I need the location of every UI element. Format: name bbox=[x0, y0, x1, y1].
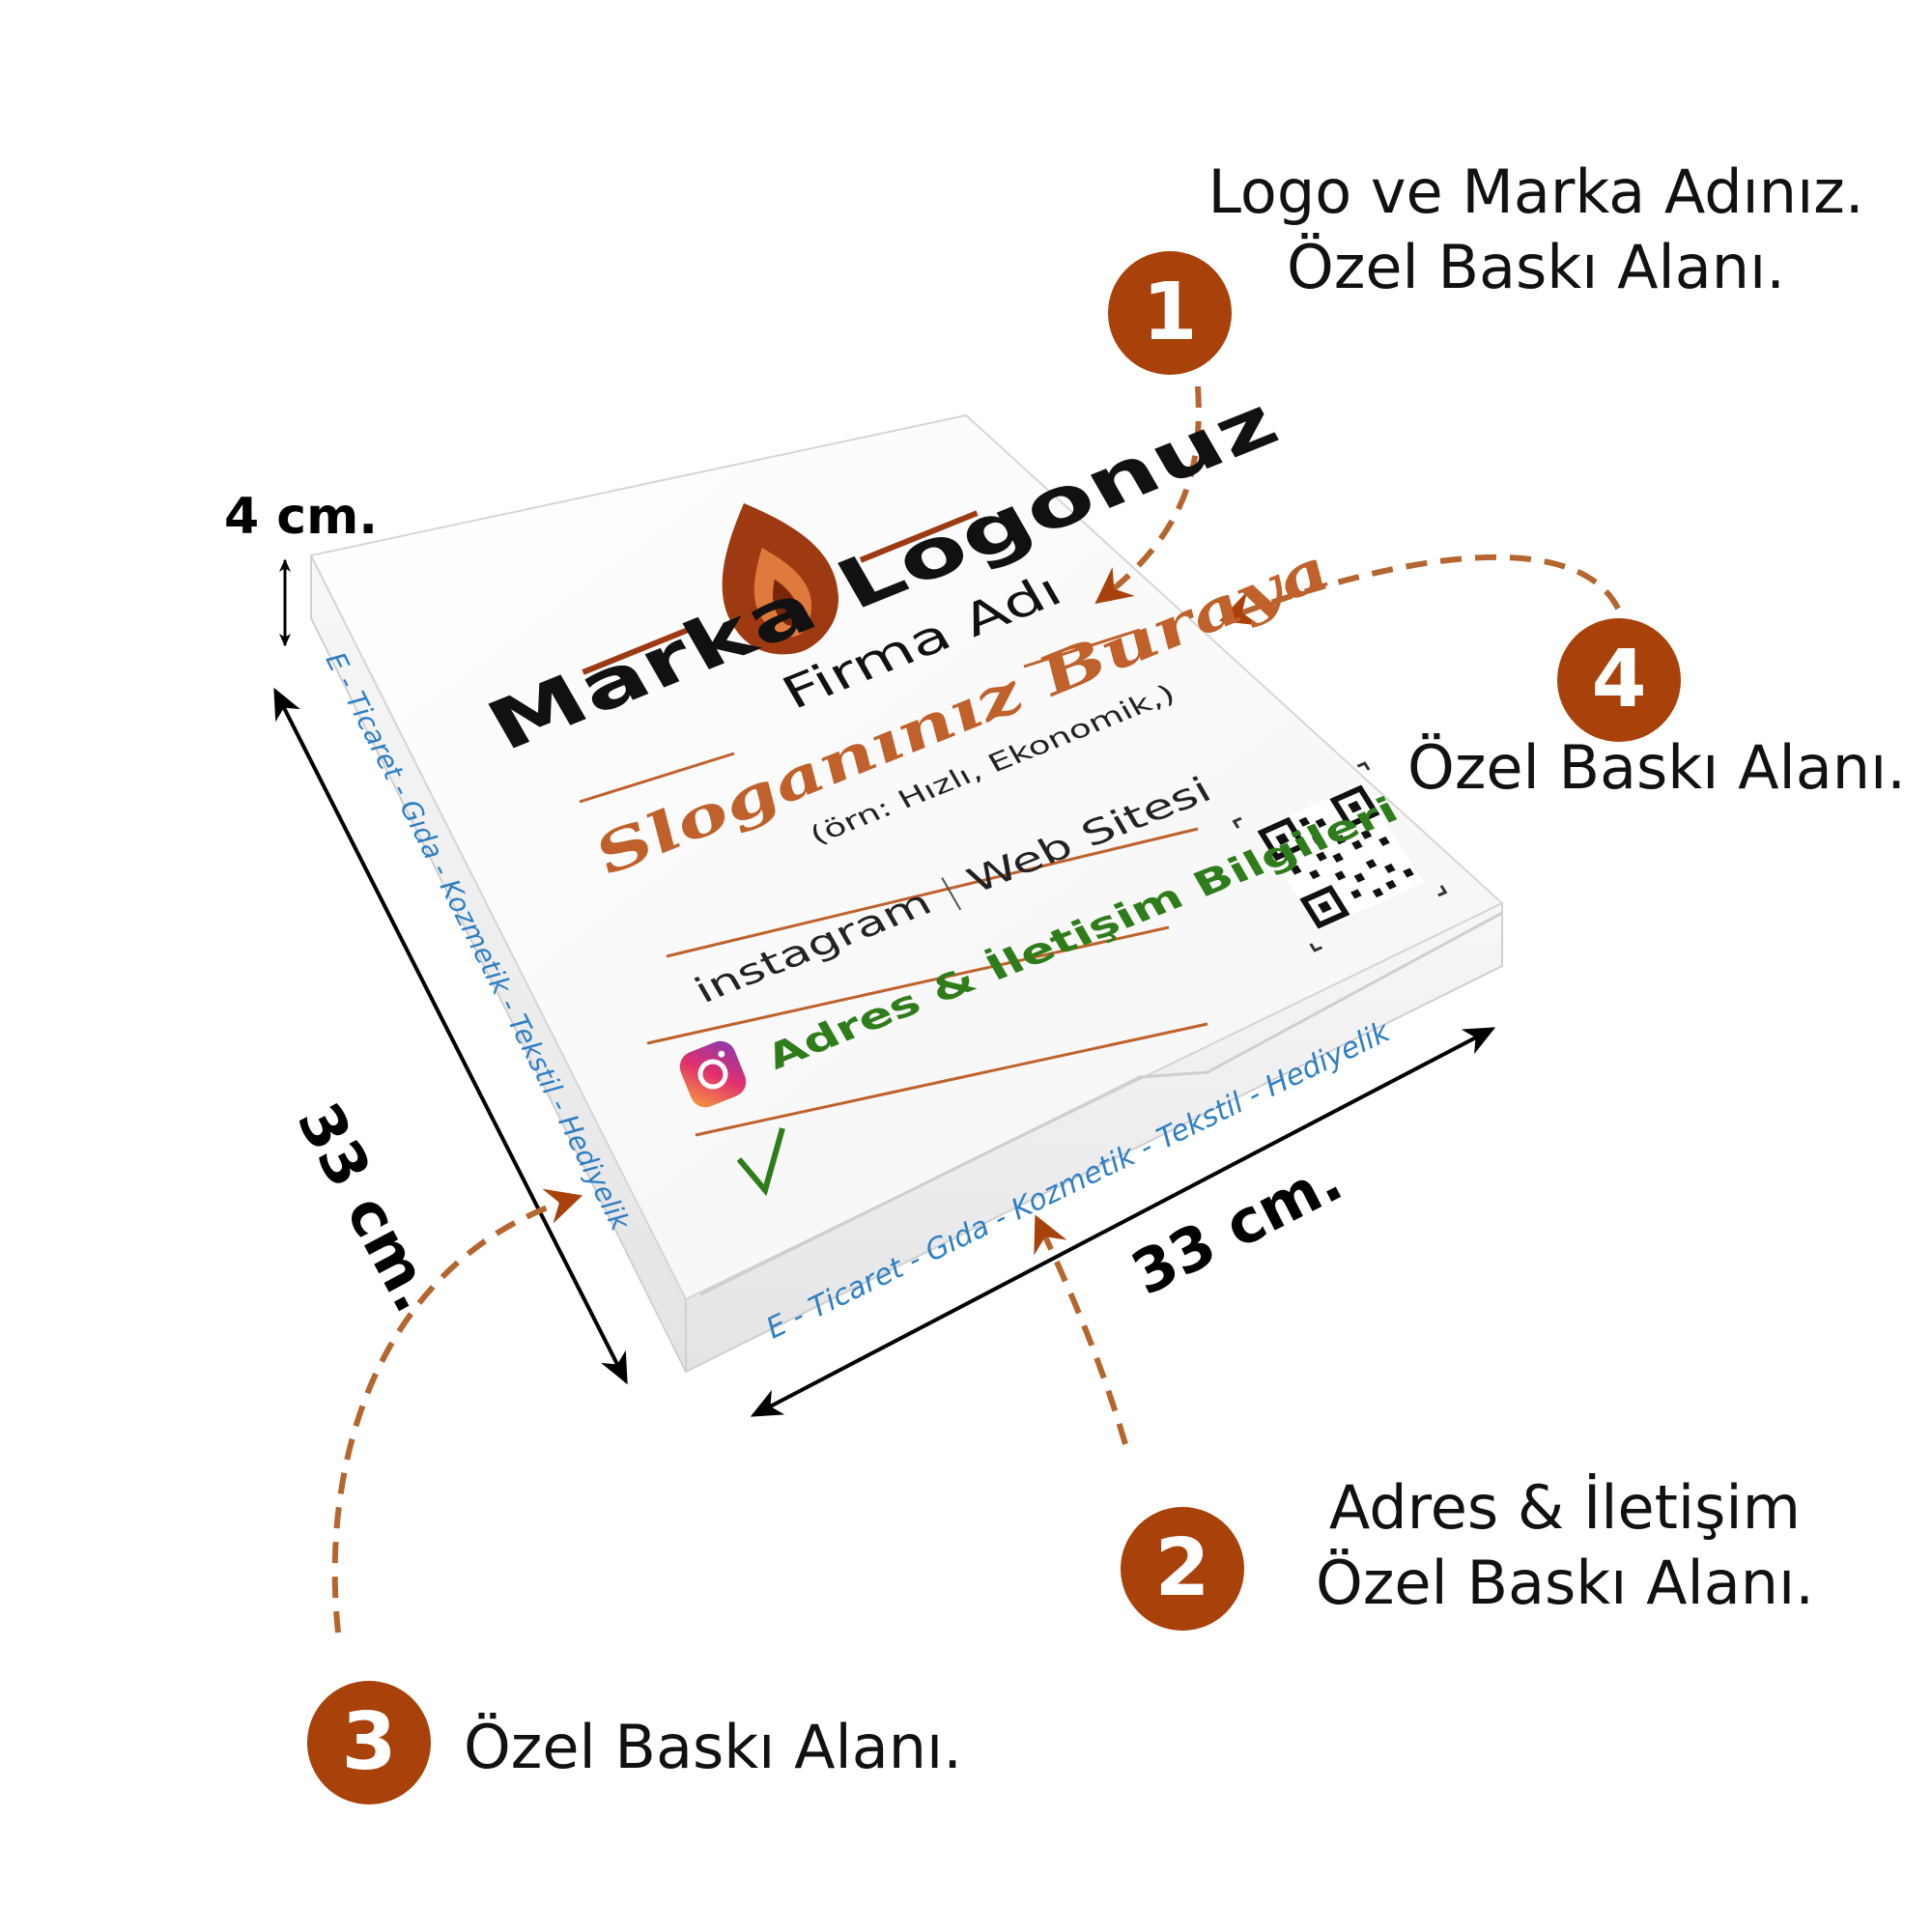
callout-text-3: Özel Baskı Alanı. bbox=[464, 1710, 1024, 1785]
callout-text-2: Adres & İletişim Özel Baskı Alanı. bbox=[1265, 1470, 1864, 1620]
callout-2-line-2: Özel Baskı Alanı. bbox=[1316, 1547, 1814, 1618]
rule-line bbox=[666, 827, 1199, 958]
depth-dimension-arrow bbox=[273, 687, 628, 1385]
rule-line bbox=[646, 925, 1170, 1045]
callout-1-line-1: Logo ve Marka Adınız. bbox=[1208, 156, 1864, 227]
callout-number-4: 4 bbox=[1557, 618, 1681, 742]
rule-line bbox=[1023, 628, 1141, 668]
callout-number-1: 1 bbox=[1108, 251, 1232, 375]
qr-code-icon bbox=[1232, 761, 1448, 952]
callout-arrow-1 bbox=[1094, 385, 1202, 605]
callout-arrow-3 bbox=[331, 1188, 583, 1634]
callout-arrow-2 bbox=[1034, 1214, 1128, 1445]
divider bbox=[940, 877, 961, 911]
callout-number-2: 2 bbox=[1121, 1507, 1244, 1631]
callout-text-1: Logo ve Marka Adınız. Özel Baskı Alanı. bbox=[1183, 155, 1889, 304]
callout-number-3: 3 bbox=[307, 1681, 431, 1804]
callout-2-line-1: Adres & İletişim bbox=[1328, 1472, 1802, 1543]
callout-text-4: Özel Baskı Alanı. bbox=[1391, 730, 1922, 806]
width-dimension-arrow bbox=[750, 1027, 1496, 1417]
flame-logo-icon bbox=[582, 502, 979, 675]
callout-1-line-2: Özel Baskı Alanı. bbox=[1287, 231, 1785, 302]
callout-arrow-4 bbox=[1219, 554, 1621, 626]
callout-3-line-1: Özel Baskı Alanı. bbox=[464, 1712, 962, 1782]
callout-4-line-1: Özel Baskı Alanı. bbox=[1407, 732, 1906, 803]
height-dimension-label: 4 cm. bbox=[224, 488, 379, 546]
instagram-icon bbox=[679, 1040, 747, 1108]
